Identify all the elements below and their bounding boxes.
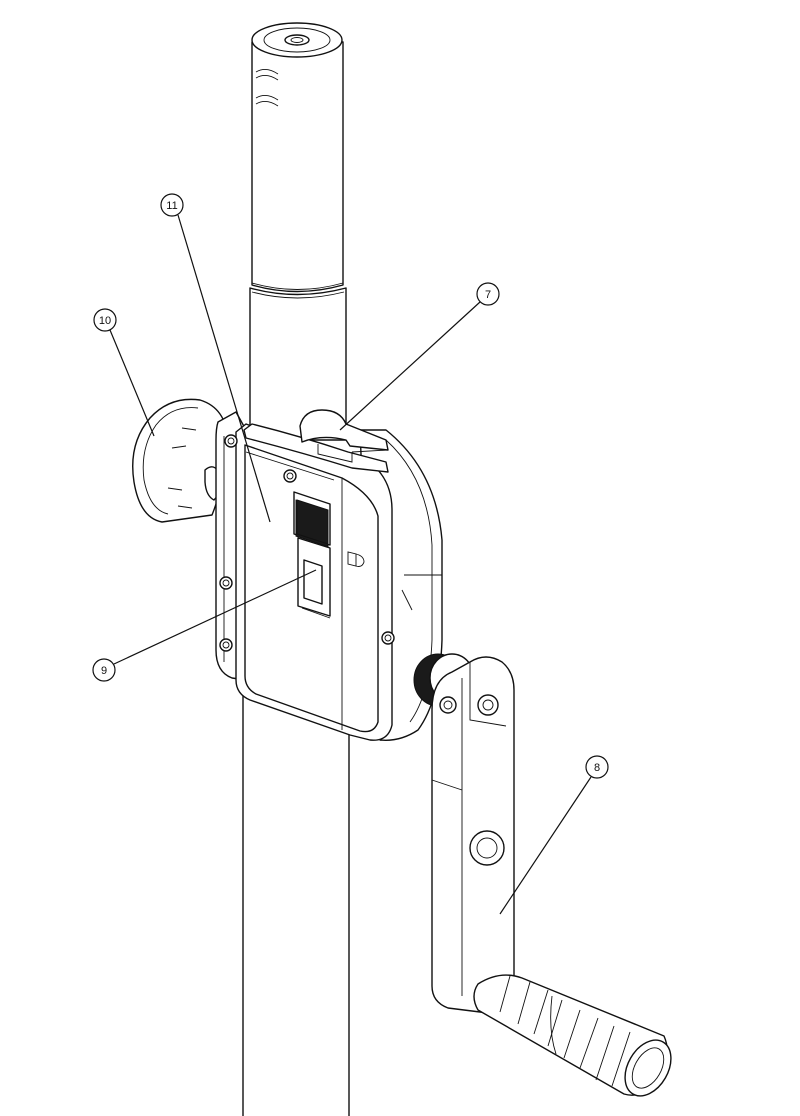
callout-9: 9 — [92, 569, 317, 682]
inner-telescopic-tube — [251, 22, 344, 293]
callout-8: 8 — [499, 755, 609, 915]
callout-11: 11 — [160, 193, 271, 523]
lower-mast-tube — [242, 689, 350, 1116]
callout-7: 7 — [339, 282, 500, 431]
lock-slider — [293, 491, 331, 619]
crank-handle — [413, 653, 672, 1097]
callout-10-label: 10 — [99, 315, 111, 327]
safety-latch — [299, 409, 389, 463]
callout-7-label: 7 — [485, 289, 491, 301]
callout-11-label: 11 — [166, 200, 177, 212]
middle-tube — [249, 287, 347, 441]
callout-10: 10 — [93, 308, 155, 437]
callout-8-label: 8 — [594, 762, 600, 774]
callout-9-label: 9 — [101, 665, 107, 677]
